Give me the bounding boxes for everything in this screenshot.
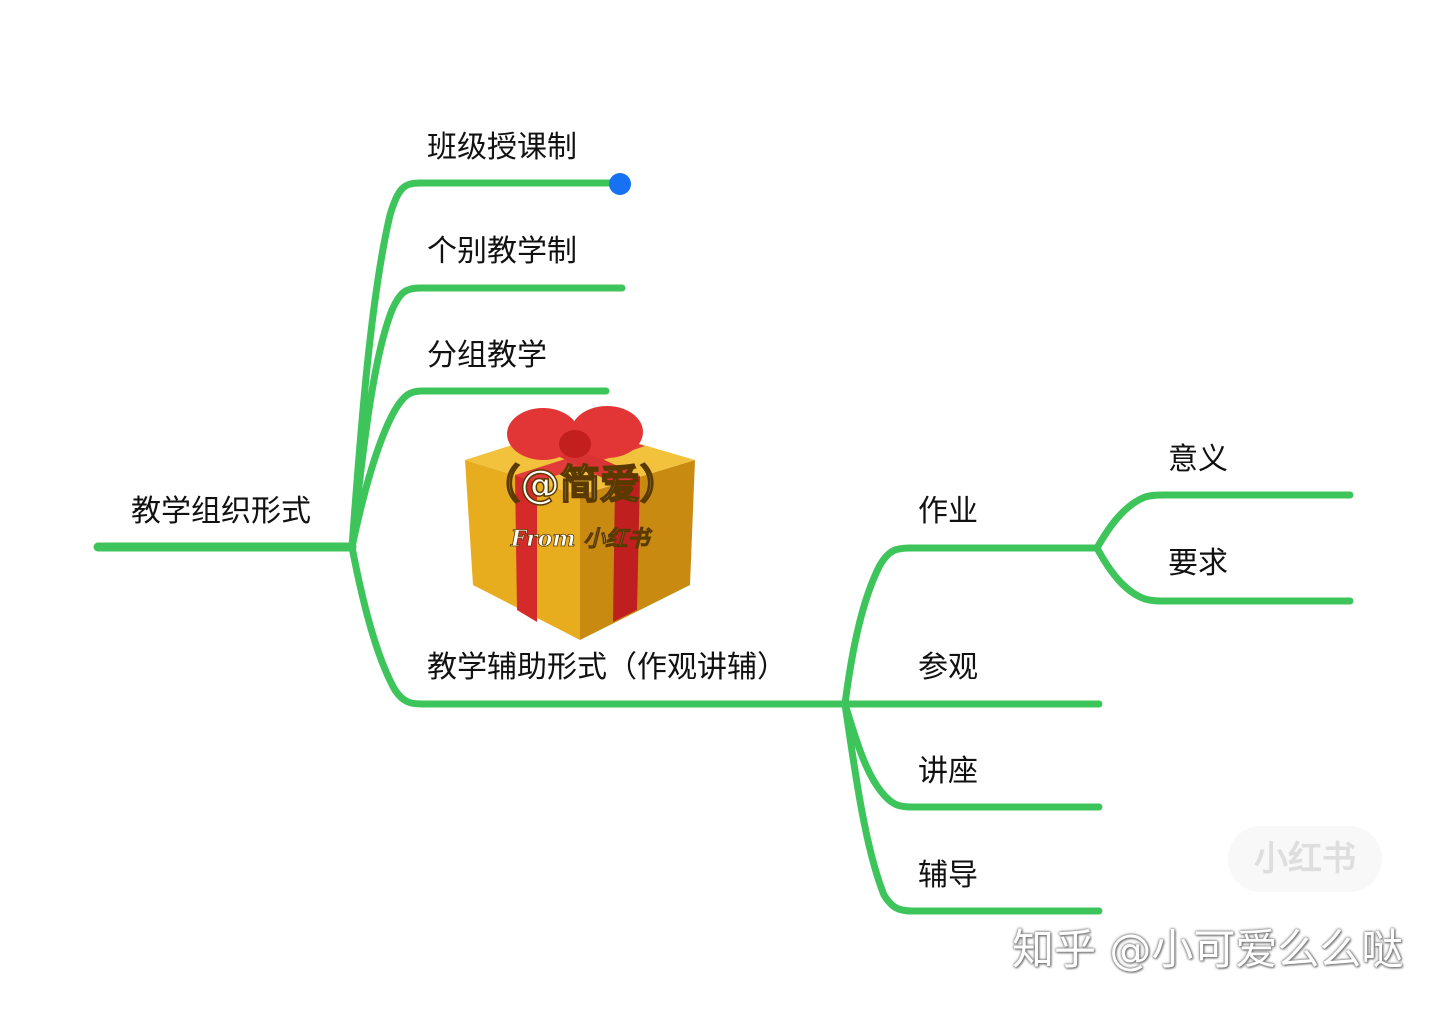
branch-line-individual (348, 284, 626, 551)
branch-line-lecture (841, 700, 1103, 811)
selection-dot-icon[interactable] (609, 173, 631, 195)
gift-bow-knot (559, 430, 591, 458)
branch-lines (93, 179, 1354, 915)
zhihu-watermark: 知乎 @小可爱么么哒 (1012, 925, 1404, 974)
node-visit[interactable]: 参观 (918, 650, 978, 685)
branch-line-meaning (1093, 491, 1354, 552)
node-class-system[interactable]: 班级授课制 (427, 130, 577, 165)
sticker-handle: （@简爱） (480, 462, 680, 508)
root-node-label[interactable]: 教学组织形式 (131, 494, 311, 529)
node-individual[interactable]: 个别教学制 (427, 234, 577, 269)
node-lecture[interactable]: 讲座 (918, 754, 978, 789)
sticker-from: From 小红书 (510, 526, 653, 552)
branch-line-tutoring (841, 700, 1103, 915)
node-auxiliary[interactable]: 教学辅助形式（作观讲辅） (427, 650, 787, 685)
node-tutoring[interactable]: 辅导 (918, 858, 978, 893)
node-requirement[interactable]: 要求 (1168, 546, 1228, 581)
node-meaning[interactable]: 意义 (1168, 442, 1228, 477)
branch-line-requirement (1093, 544, 1354, 605)
gift-box-icon: （@简爱） From 小红书 (465, 406, 695, 640)
branch-line-homework (841, 544, 1101, 708)
gift-ribbon-side (613, 476, 640, 622)
gift-ribbon-front (515, 475, 537, 622)
branch-line-group (348, 387, 610, 551)
branch-line-auxiliary (348, 543, 849, 708)
node-homework[interactable]: 作业 (918, 494, 978, 529)
node-group[interactable]: 分组教学 (427, 338, 547, 373)
xiaohongshu-watermark: 小红书 (1228, 826, 1382, 892)
